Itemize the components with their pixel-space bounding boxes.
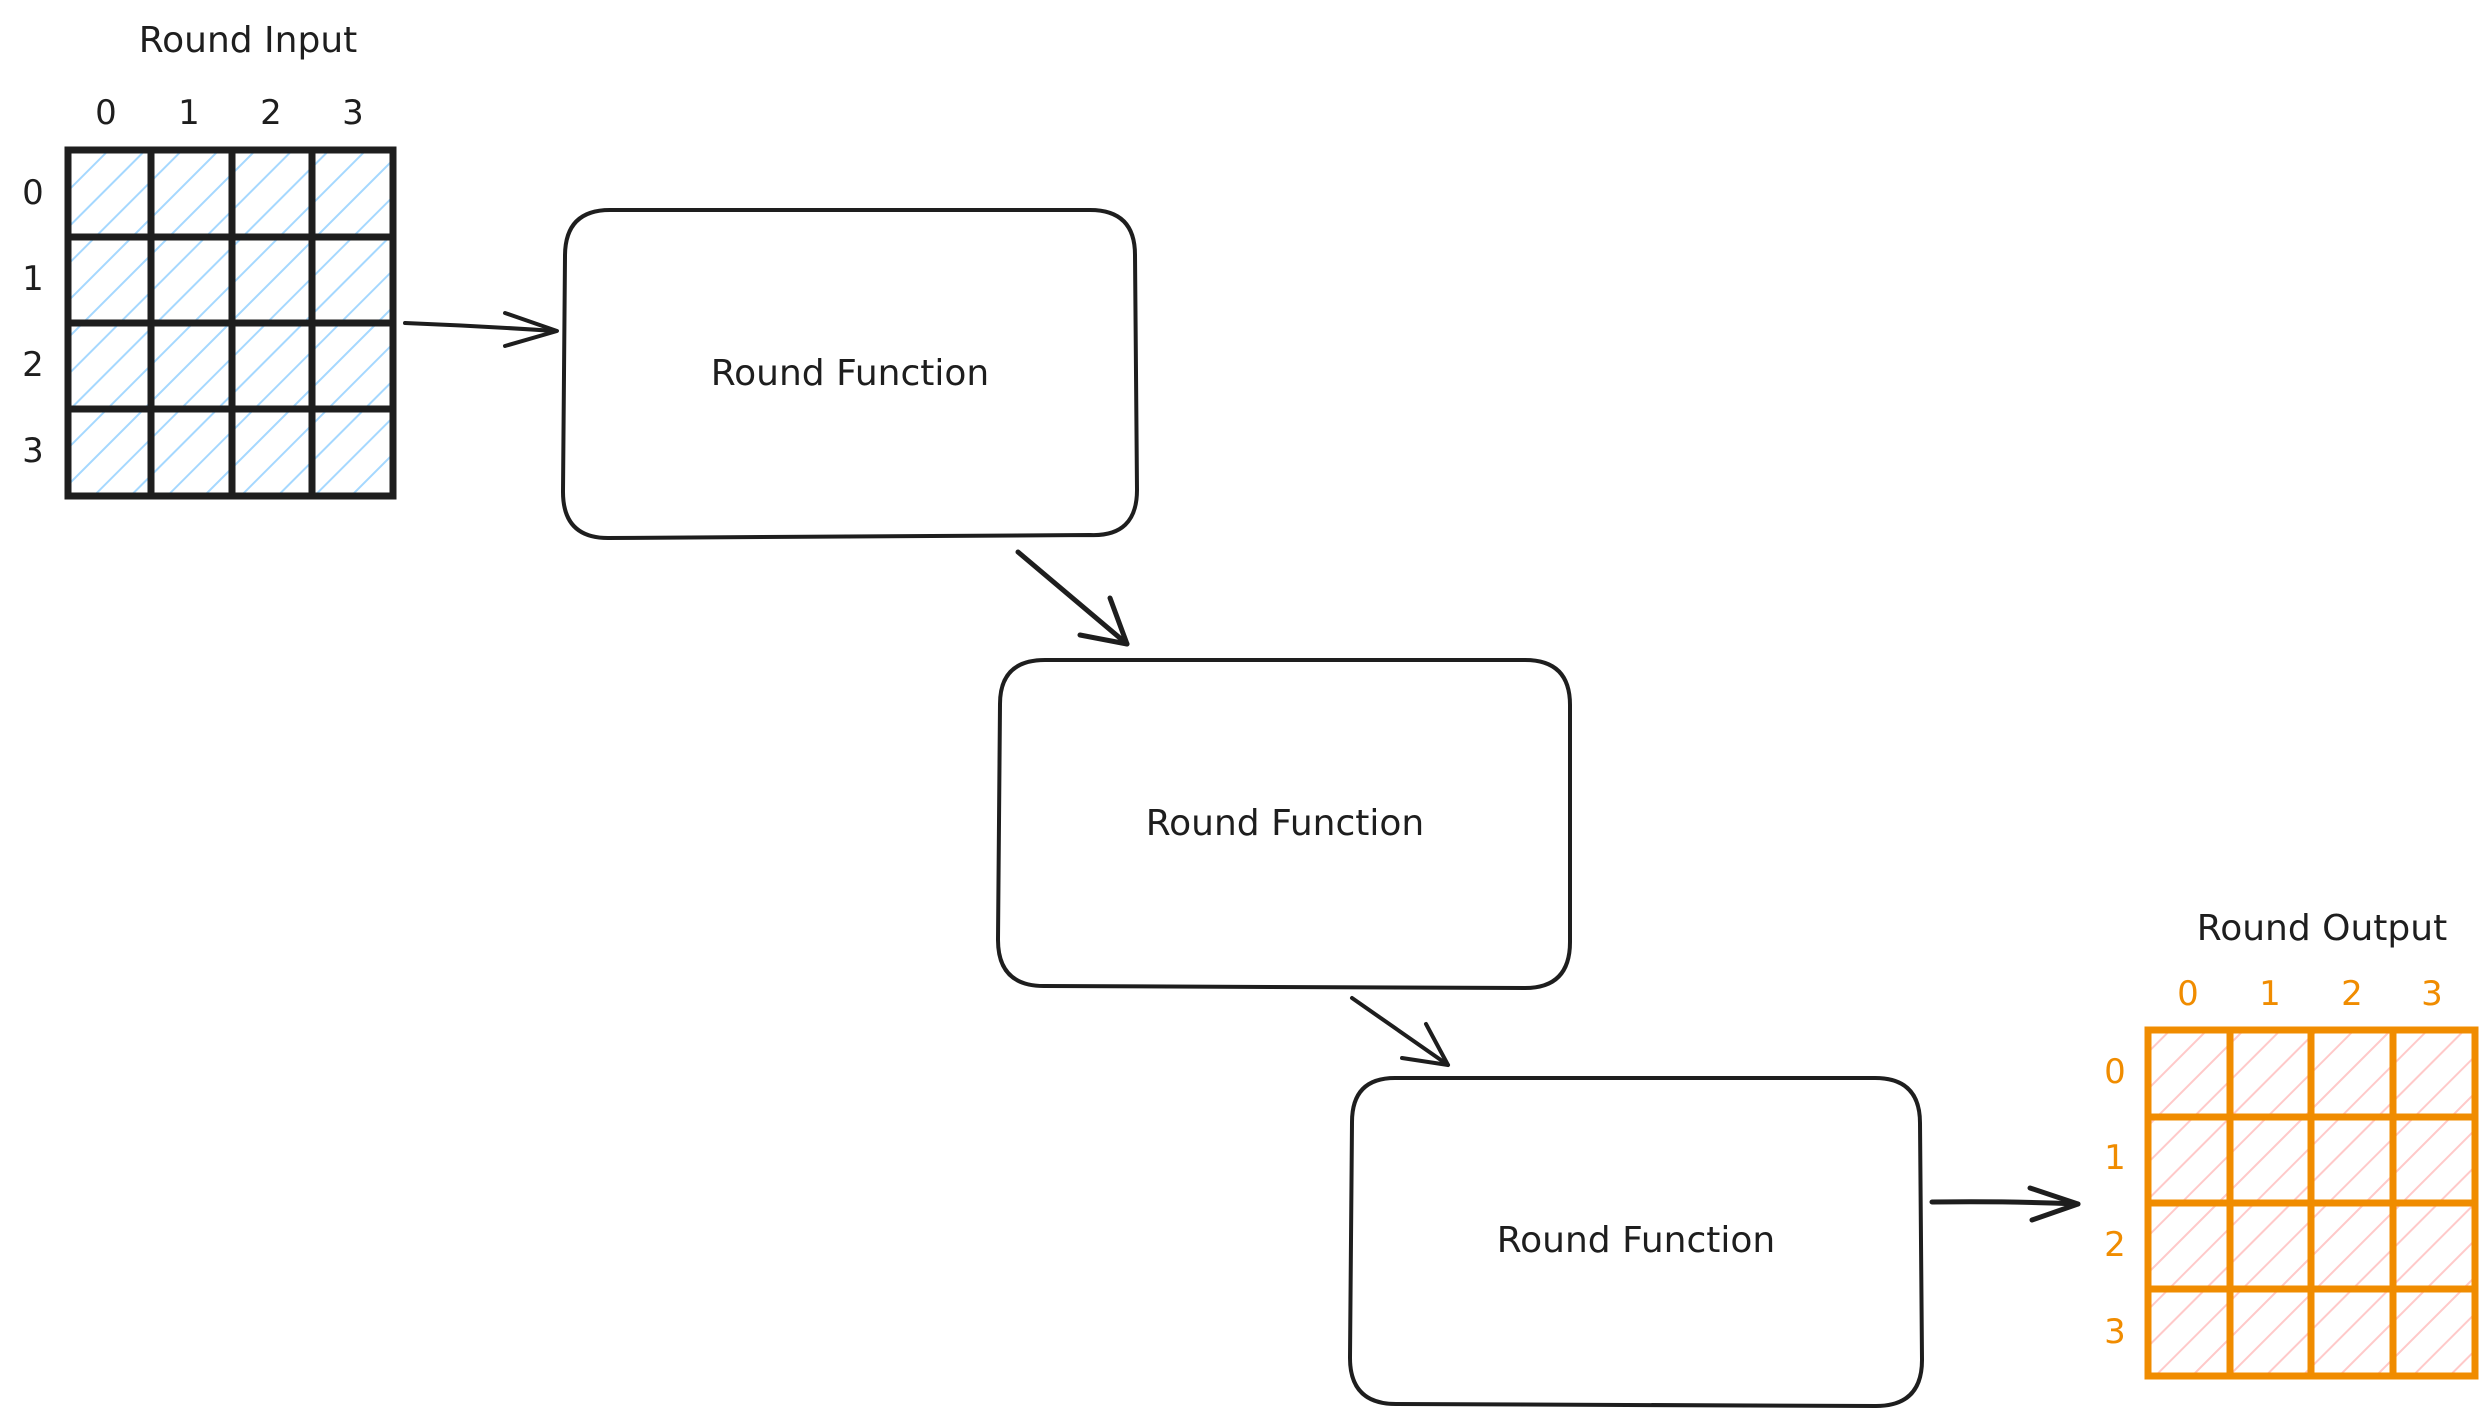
input-row-header: 0 [22, 173, 44, 213]
input-row-headers: 0 1 2 3 [22, 173, 44, 471]
input-col-headers: 0 1 2 3 [95, 93, 364, 133]
output-col-headers: 0 1 2 3 [2177, 974, 2443, 1014]
input-matrix: Round Input 0 1 2 3 0 1 2 3 [22, 20, 397, 500]
input-col-header: 0 [95, 93, 117, 133]
arrow-round-3-to-output [1929, 1185, 2081, 1223]
output-matrix-grid [2144, 1026, 2479, 1380]
output-row-header: 1 [2104, 1138, 2126, 1178]
output-matrix: Round Output 0 1 2 3 0 1 2 3 [2104, 908, 2479, 1380]
round-function-box-2: Round Function [995, 658, 1572, 991]
round-function-label: Round Function [1146, 803, 1424, 844]
output-col-header: 2 [2341, 974, 2363, 1014]
round-function-label: Round Function [1497, 1220, 1775, 1261]
output-row-header: 0 [2104, 1052, 2126, 1092]
input-col-header: 2 [260, 93, 282, 133]
input-col-header: 1 [178, 93, 200, 133]
arrow-round-1-to-round-2 [1015, 549, 1130, 647]
arrow-input-to-round-1 [403, 311, 559, 348]
input-row-header: 1 [22, 259, 44, 299]
round-function-box-1: Round Function [560, 208, 1140, 541]
output-matrix-title: Round Output [2197, 908, 2447, 949]
input-matrix-title: Round Input [139, 20, 358, 61]
input-col-header: 3 [342, 93, 364, 133]
round-function-label: Round Function [711, 353, 989, 394]
output-row-headers: 0 1 2 3 [2104, 1052, 2126, 1352]
output-col-header: 1 [2259, 974, 2281, 1014]
input-matrix-grid [64, 146, 397, 500]
input-row-header: 2 [22, 345, 44, 385]
output-row-header: 3 [2104, 1312, 2126, 1352]
output-row-header: 2 [2104, 1225, 2126, 1265]
output-col-header: 0 [2177, 974, 2199, 1014]
arrow-round-2-to-round-3 [1350, 996, 1450, 1067]
input-row-header: 3 [22, 431, 44, 471]
output-col-header: 3 [2421, 974, 2443, 1014]
round-function-box-3: Round Function [1347, 1076, 1925, 1409]
